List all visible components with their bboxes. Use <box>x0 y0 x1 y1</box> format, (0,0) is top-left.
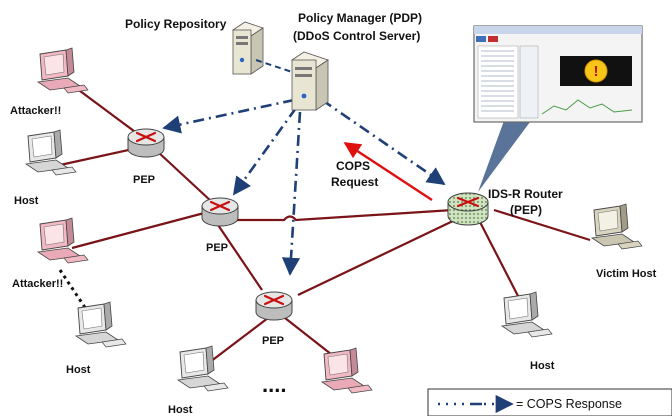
link-attacker2-host2-dotted <box>58 269 90 313</box>
legend-cops-response-label: = COPS Response <box>516 397 622 411</box>
cops-request-arrow <box>343 141 433 202</box>
monitor-callout <box>478 118 533 192</box>
label-policy-repository: Policy Repository <box>125 17 227 31</box>
legend: = COPS Response <box>427 388 672 416</box>
cops-response-to-pep3 <box>281 111 302 276</box>
label-host-3: Host <box>168 404 193 416</box>
pc-icon <box>36 217 89 264</box>
router-pep-3 <box>255 291 293 321</box>
link-repository-manager <box>255 59 293 73</box>
label-pep-2: PEP <box>206 242 228 254</box>
pc-host-2 <box>74 301 127 348</box>
pc-icon <box>590 203 643 250</box>
pc-icon <box>176 345 229 392</box>
router-icon <box>127 128 165 158</box>
server-icon <box>291 51 329 111</box>
link-host1-pep1 <box>59 146 139 167</box>
pc-attacker-2 <box>36 217 89 264</box>
server-icon <box>232 21 264 75</box>
pc-icon <box>500 291 553 338</box>
link-pep3-host3 <box>209 317 269 363</box>
router-icon <box>201 197 239 227</box>
cops-response-to-idsr <box>321 98 446 186</box>
link-pep3-idsr <box>297 219 456 296</box>
pc-icon <box>320 347 373 394</box>
label-victim-host: Victim Host <box>596 268 657 280</box>
router-pep-1 <box>127 128 165 158</box>
pc-host-1 <box>24 129 77 176</box>
policy-manager-server <box>291 51 329 111</box>
link-pep1-pep2 <box>157 151 213 203</box>
label-attacker-2: Attacker!! <box>12 278 63 290</box>
pc-attacker-3 <box>320 347 373 394</box>
policy-repository-server <box>232 21 264 75</box>
label-ids-router-pep: (PEP) <box>510 203 542 217</box>
label-cops-request: COPS <box>336 159 370 173</box>
label-pep-1: PEP <box>133 174 155 186</box>
router-icon <box>447 192 489 226</box>
pc-icon <box>24 129 77 176</box>
pc-icon <box>74 301 127 348</box>
label-host-2: Host <box>66 364 91 376</box>
alert-icon: ! <box>594 63 599 80</box>
pc-attacker-1 <box>36 47 89 94</box>
link-pep2-pep3 <box>215 221 263 291</box>
link-pep2-idsr <box>232 208 454 222</box>
network-links <box>59 84 591 363</box>
label-policy-manager: Policy Manager (PDP) <box>298 11 422 25</box>
pc-icon <box>36 47 89 94</box>
router-icon <box>255 291 293 321</box>
link-attacker1-pep1 <box>71 84 143 138</box>
label-ids-router: IDS-R Router <box>488 187 563 201</box>
label-pep-3: PEP <box>262 335 284 347</box>
cops-responses <box>162 98 446 276</box>
pc-host-4 <box>500 291 553 338</box>
cops-response-to-pep1 <box>162 98 295 134</box>
label-host-1: Host <box>14 195 39 207</box>
label-host-4: Host <box>530 360 555 372</box>
link-idsr-victim <box>493 208 591 242</box>
pc-host-3 <box>176 345 229 392</box>
router-ids-r <box>447 192 489 226</box>
link-pep3-attacker3 <box>284 317 337 359</box>
ellipsis-more-hosts: .... <box>262 372 286 397</box>
router-pep-2 <box>201 197 239 227</box>
label-attacker-1: Attacker!! <box>10 105 61 117</box>
cops-response-to-pep2 <box>232 107 298 196</box>
label-policy-manager-sub: (DDoS Control Server) <box>293 29 420 43</box>
link-idsr-host4 <box>479 221 519 297</box>
link-attacker2-pep2 <box>71 210 209 250</box>
label-cops-request-2: Request <box>331 175 378 189</box>
ids-monitor-window: ! <box>473 25 643 123</box>
pc-victim-host <box>590 203 643 250</box>
